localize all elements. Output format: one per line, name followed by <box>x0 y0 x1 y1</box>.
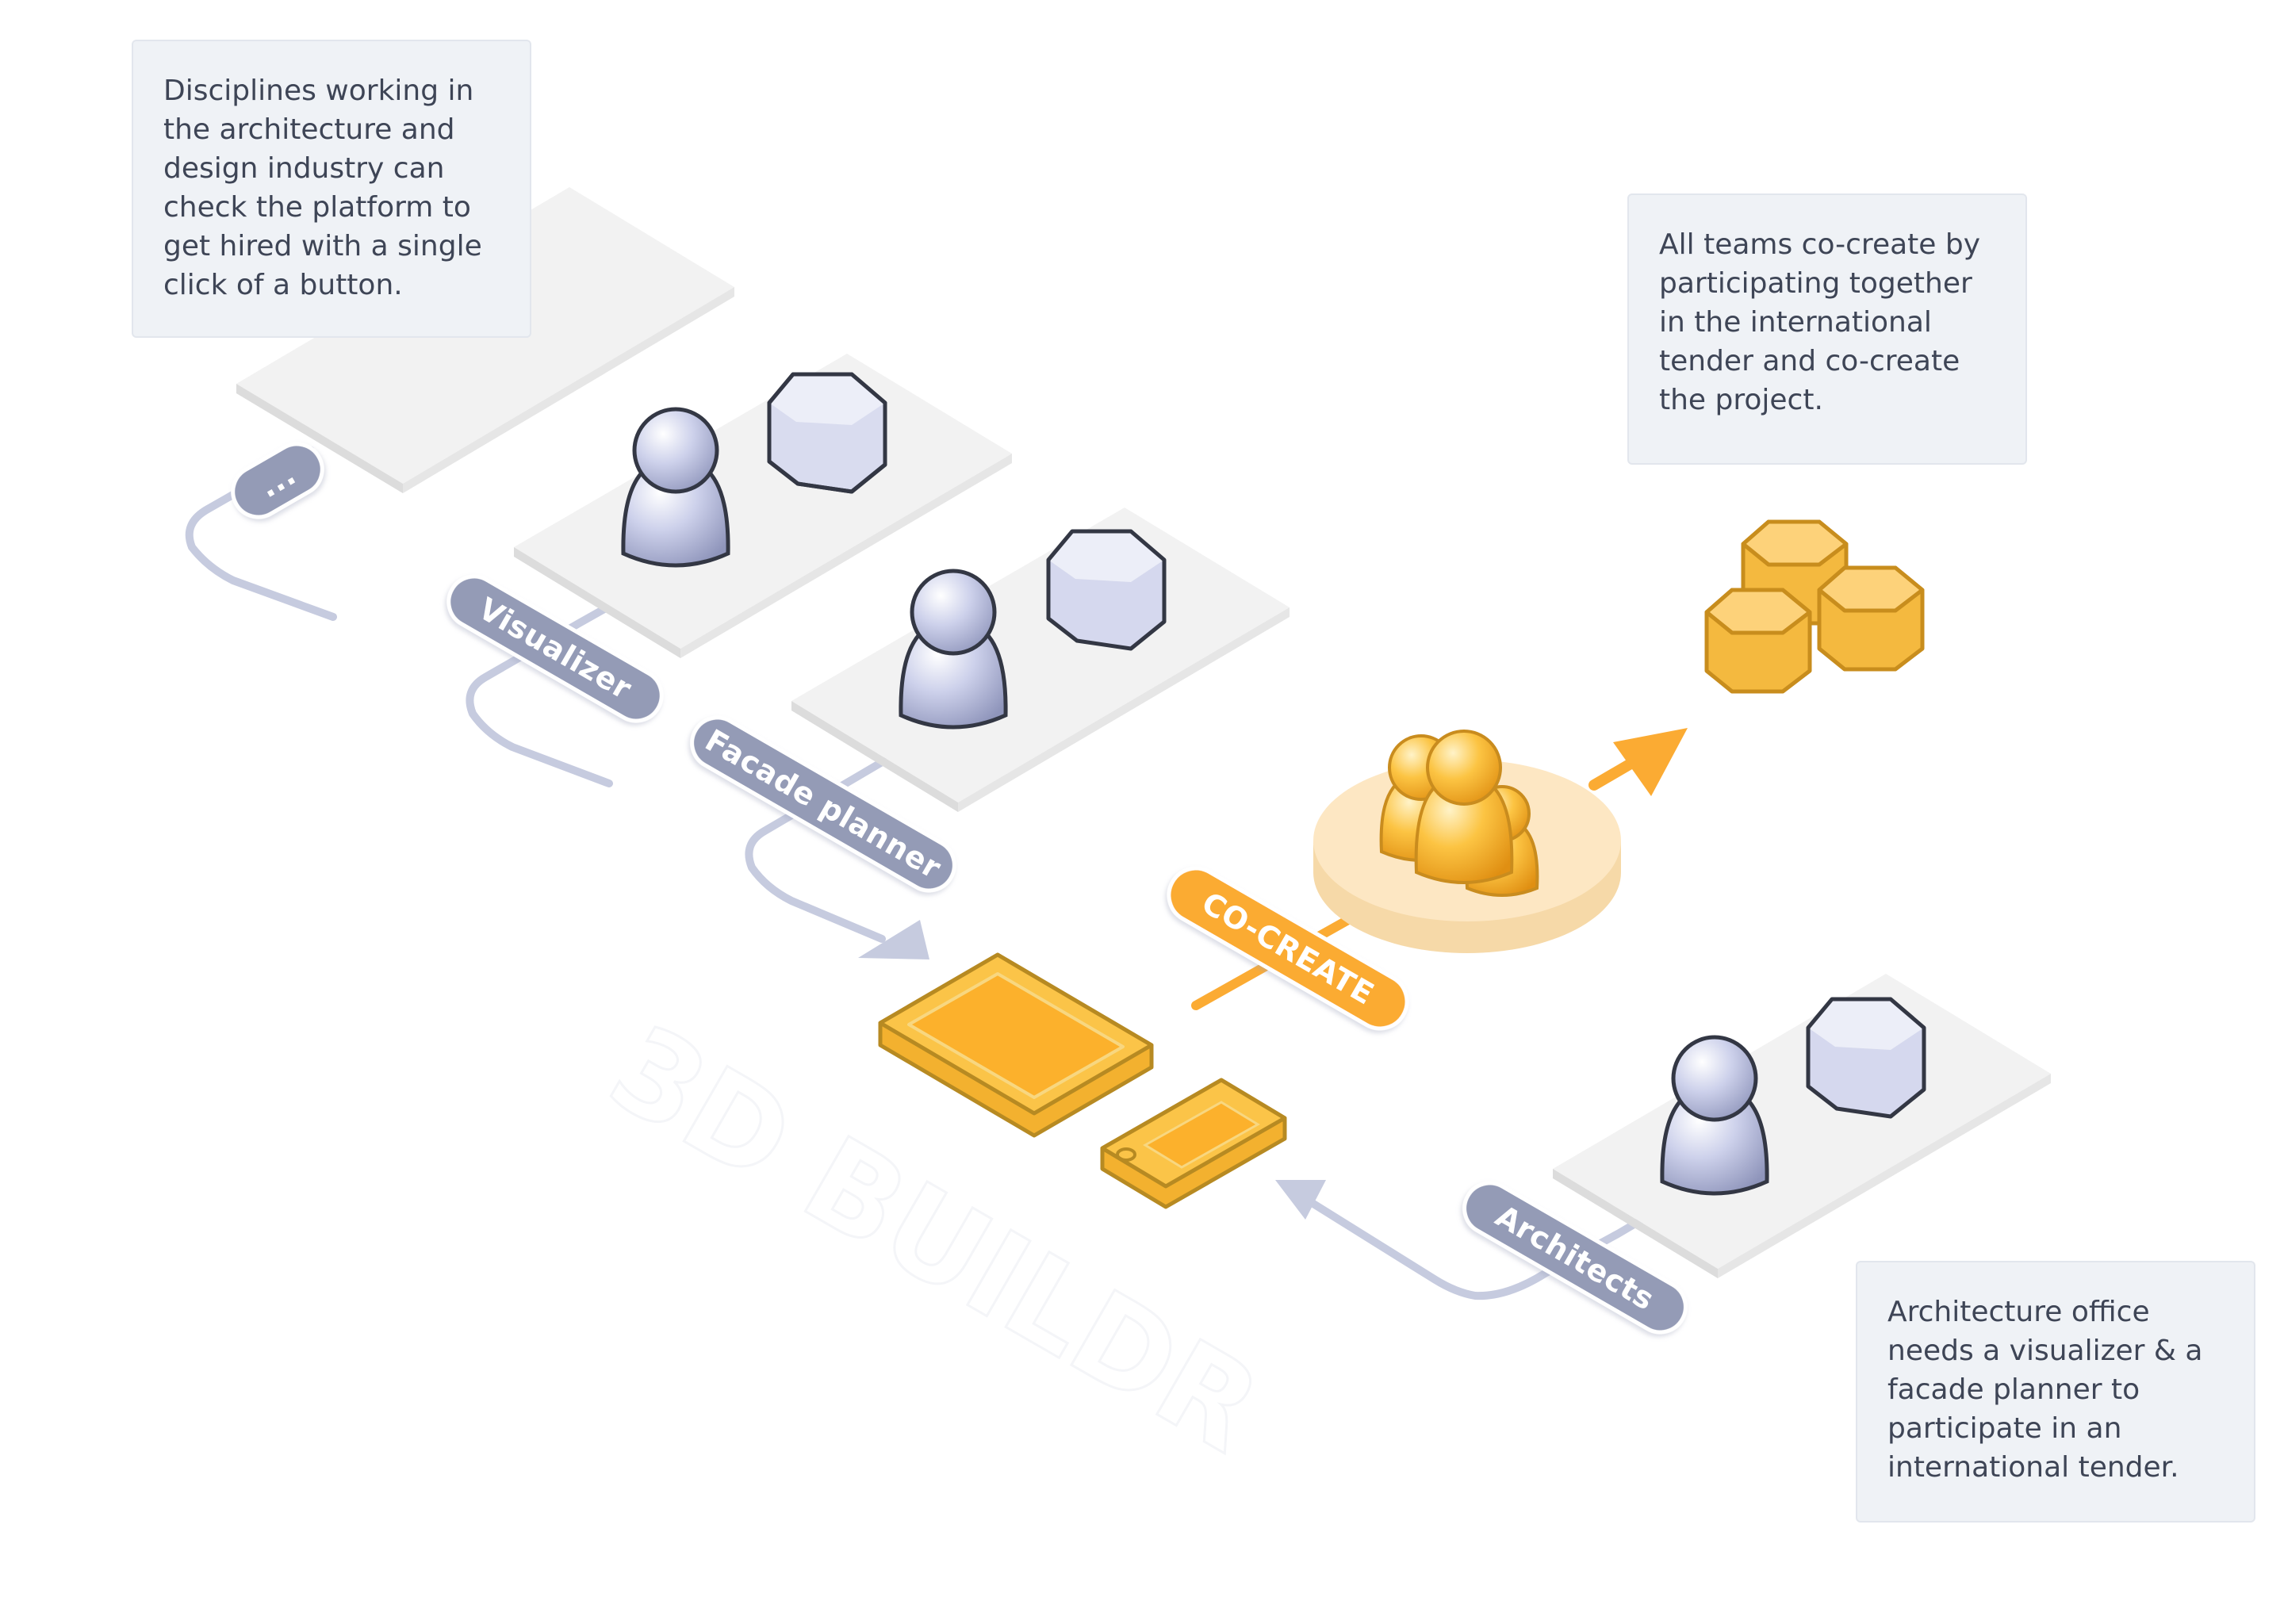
person-icon <box>899 569 1008 730</box>
hex-block-icon <box>1046 529 1167 651</box>
path-facade <box>745 757 887 943</box>
note-co-create: All teams co-create by participating tog… <box>1627 193 2027 465</box>
arrowhead-to-tablet <box>858 920 929 959</box>
path-architects <box>1297 1192 1649 1300</box>
connector-paths <box>185 446 1649 1300</box>
path-more <box>185 446 337 621</box>
platform-facade <box>791 508 1290 812</box>
note-disciplines: Disciplines working in the architecture … <box>132 40 531 338</box>
platform-visualizer <box>514 354 1012 658</box>
path-visualizer <box>466 605 613 787</box>
note-architecture-office: Architecture office needs a visualizer &… <box>1856 1261 2255 1522</box>
tablet-icon <box>878 952 1154 1138</box>
team-icon <box>1379 730 1539 897</box>
phone-icon <box>1100 1078 1287 1209</box>
hex-block-icon <box>1806 997 1926 1119</box>
hex-block-icon <box>767 372 887 494</box>
person-icon <box>1660 1035 1769 1196</box>
project-hex-cluster-icon <box>1704 519 1925 694</box>
role-tag-more[interactable]: ... <box>224 435 331 526</box>
arrowhead-to-phone <box>1275 1180 1326 1220</box>
platform-architects <box>1553 974 2051 1278</box>
arrowhead-to-project <box>1613 728 1688 796</box>
person-icon <box>621 407 730 568</box>
